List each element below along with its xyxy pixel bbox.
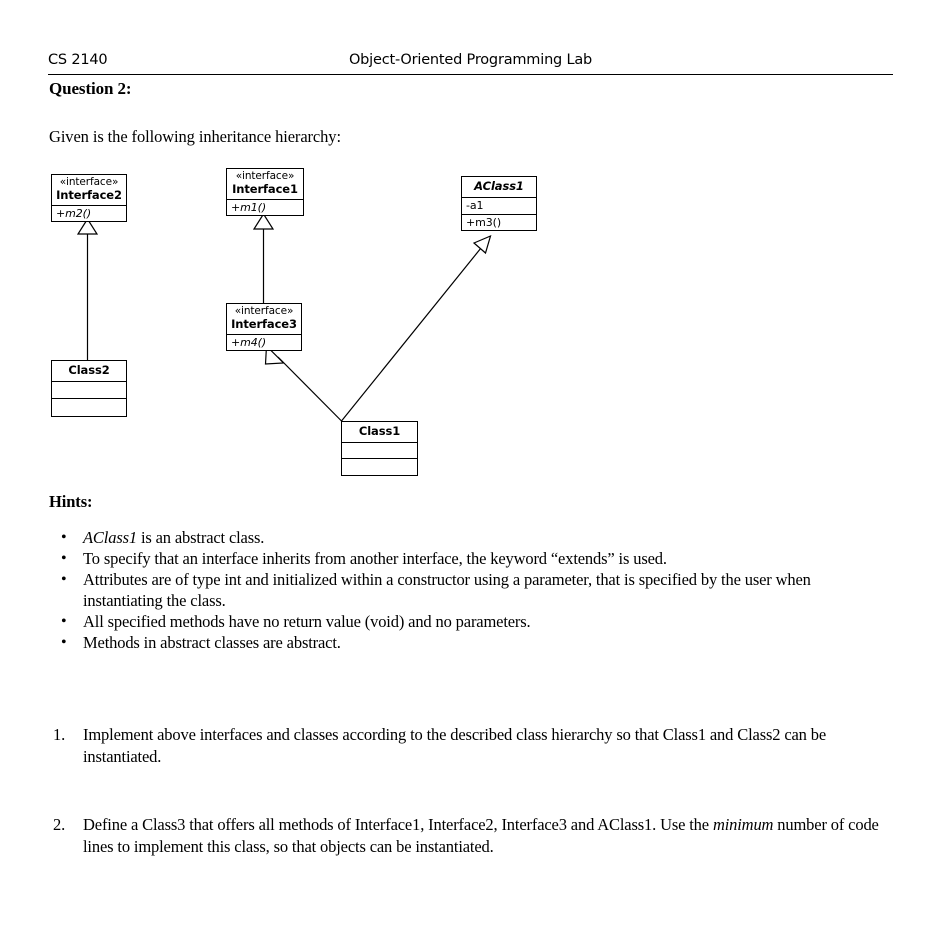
- hints-list: • AClass1 is an abstract class. • To spe…: [49, 527, 894, 653]
- uml-attributes-class1: [342, 443, 417, 459]
- uml-methods-interface1: +m1(): [227, 200, 303, 216]
- uml-class-class2[interactable]: Class2: [51, 360, 127, 417]
- uml-attributes-aclass1: -a1: [462, 198, 536, 215]
- class-name-label: Interface1: [232, 181, 298, 196]
- hint-text: Methods in abstract classes are abstract…: [83, 633, 341, 652]
- relation-class2-interface2: [76, 217, 99, 360]
- uml-class-class1[interactable]: Class1: [341, 421, 418, 476]
- hints-title: Hints:: [49, 492, 93, 511]
- bullet-icon: •: [61, 550, 67, 567]
- task-item-1: 1. Implement above interfaces and classe…: [49, 724, 894, 768]
- class-name-label: Interface3: [231, 316, 297, 331]
- uml-methods-interface3: +m4(): [227, 335, 301, 351]
- bullet-icon: •: [61, 634, 67, 651]
- uml-header-interface1: «interface» Interface1: [227, 169, 303, 200]
- list-item: • AClass1 is an abstract class.: [49, 527, 894, 548]
- task-text-part1: Define a Class3 that offers all methods …: [83, 815, 713, 834]
- hint-text: is an abstract class.: [136, 528, 265, 547]
- list-item: • Attributes are of type int and initial…: [49, 569, 894, 611]
- relation-interface3-interface1: [252, 212, 275, 303]
- hint-text: Attributes are of type int and initializ…: [83, 570, 811, 610]
- relation-class1-interface3: [264, 344, 342, 422]
- list-item: • To specify that an interface inherits …: [49, 548, 894, 569]
- question-intro: Given is the following inheritance hiera…: [49, 127, 341, 146]
- uml-header-interface3: «interface» Interface3: [227, 304, 301, 335]
- task-emphasis: minimum: [712, 815, 774, 834]
- class-name-label: AClass1: [474, 179, 524, 193]
- list-item: • Methods in abstract classes are abstra…: [49, 632, 894, 653]
- question-title: Question 2:: [49, 79, 132, 98]
- class-name-label: Interface2: [56, 187, 122, 202]
- list-item: • All specified methods have no return v…: [49, 611, 894, 632]
- method-entry: +m1(): [231, 200, 267, 214]
- uml-header-class2: Class2: [52, 361, 126, 382]
- uml-class-aclass1[interactable]: AClass1 -a1 +m3(): [461, 176, 537, 232]
- uml-attributes-class2: [52, 382, 126, 399]
- course-code: CS 2140: [48, 52, 108, 68]
- uml-methods-class2: [52, 399, 126, 416]
- bullet-icon: •: [61, 529, 67, 546]
- hint-emphasis: AClass1: [83, 528, 137, 547]
- relation-class1-aclass1: [341, 234, 492, 422]
- method-entry: +m2(): [56, 206, 92, 220]
- method-entry: +m4(): [231, 335, 267, 349]
- task-number: 2.: [53, 815, 66, 834]
- task-text-part2: number of code lines to implement this c…: [83, 815, 879, 856]
- attribute-entry: -a1: [466, 198, 484, 212]
- course-title: Object-Oriented Programming Lab: [348, 52, 593, 68]
- hint-text: All specified methods have no return val…: [83, 612, 531, 631]
- bullet-icon: •: [61, 571, 67, 588]
- uml-class-interface3[interactable]: «interface» Interface3 +m4(): [226, 303, 302, 352]
- uml-class-interface1[interactable]: «interface» Interface1 +m1(): [226, 168, 304, 217]
- uml-methods-aclass1: +m3(): [462, 215, 536, 231]
- uml-class-interface2[interactable]: «interface» Interface2 +m2(): [51, 174, 127, 223]
- page-header: CS 2140 Object-Oriented Programming Lab: [48, 52, 893, 74]
- stereotype-label: «interface»: [234, 305, 294, 317]
- task-item-2: 2. Define a Class3 that offers all metho…: [49, 814, 894, 858]
- stereotype-label: «interface»: [59, 176, 119, 188]
- class-name-label: Class2: [68, 363, 110, 377]
- stereotype-label: «interface»: [235, 170, 295, 182]
- class-name-label: Class1: [358, 424, 401, 438]
- bullet-icon: •: [61, 613, 67, 630]
- task-number: 1.: [53, 725, 66, 744]
- hint-text: To specify that an interface inherits fr…: [83, 549, 667, 568]
- method-entry: +m3(): [466, 215, 502, 229]
- uml-methods-interface2: +m2(): [52, 206, 126, 222]
- task-text: Implement above interfaces and classes a…: [83, 725, 827, 766]
- header-divider: [48, 74, 893, 75]
- uml-header-aclass1: AClass1: [462, 177, 536, 198]
- uml-header-interface2: «interface» Interface2: [52, 175, 126, 206]
- uml-methods-class1: [342, 459, 417, 475]
- uml-header-class1: Class1: [342, 422, 417, 443]
